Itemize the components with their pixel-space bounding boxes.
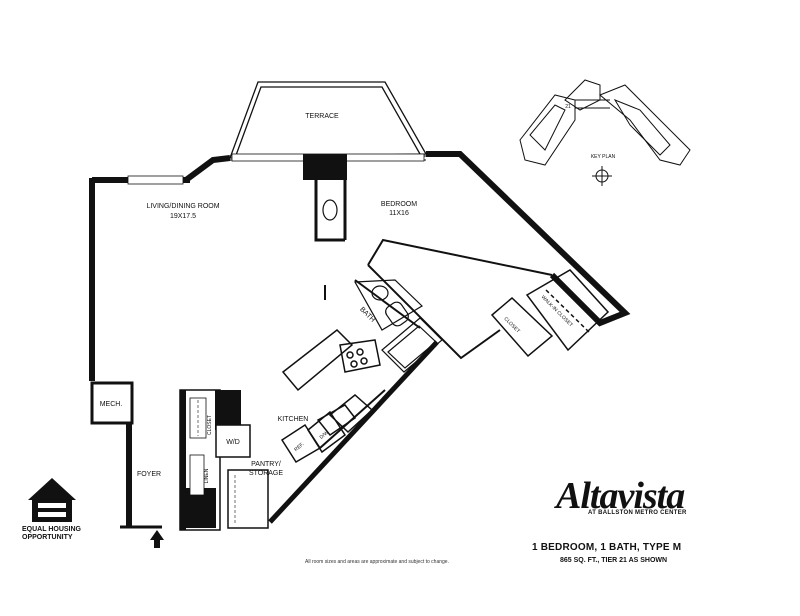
unit-size: 865 SQ. FT., TIER 21 AS SHOWN [560,557,668,564]
label-wd: W/D [226,439,240,446]
kitchen-counter [280,329,381,464]
label-mech: MECH. [100,401,123,408]
label-dw: D/W [319,430,331,441]
mech-room [90,381,134,425]
key-plan-label: KEY PLAN [591,154,616,160]
logo-name: Altavista [556,475,685,517]
bath-fixtures [354,279,443,373]
disclaimer: All room sizes and areas are approximate… [305,559,449,565]
pantry-wall [319,389,386,449]
label-foyer: FOYER [137,471,161,478]
label-living-dining-size: 19X17.5 [170,213,196,220]
column [303,154,347,180]
key-plan [519,79,691,186]
label-living-dining: LIVING/DINING ROOM [146,203,219,210]
window-gap-living [127,175,184,185]
sink-icon [322,199,338,221]
bedroom-closets [490,269,610,358]
equal-housing-text: EQUAL HOUSING OPPORTUNITY [22,526,94,542]
label-terrace: TERRACE [305,113,339,120]
label-storage: STORAGE [249,470,283,477]
label-bedroom: BEDROOM [381,201,417,208]
unit-type: 1 BEDROOM, 1 BATH, TYPE M [532,542,682,553]
bedroom-partition [314,180,347,242]
label-bath: BATH [358,306,376,324]
label-closet-bed: CLOSET [503,316,521,334]
label-linen: LINEN [204,468,210,483]
foyer-closets [179,389,269,531]
label-bedroom-size: 11X16 [389,210,409,217]
entry-arrow-icon [150,530,164,548]
terrace [229,81,428,159]
kitchen-wall [268,340,439,524]
equal-housing-line2: OPPORTUNITY [22,534,73,541]
label-kitchen: KITCHEN [278,416,309,423]
label-pantry: PANTRY/ [251,461,281,468]
label-closet: CLOSET [207,415,213,435]
altavista-logo: Altavista AT BALLSTON METRO CENTER [556,475,706,524]
equal-housing-line1: EQUAL HOUSING [22,526,81,533]
label-ref: REF. [293,441,305,453]
interior-walls [324,238,553,360]
bath-sink-icon [371,285,389,301]
logo-subtitle: AT BALLSTON METRO CENTER [588,510,687,516]
equal-housing-icon [28,478,76,522]
key-plan-tier: 21 [565,104,571,110]
